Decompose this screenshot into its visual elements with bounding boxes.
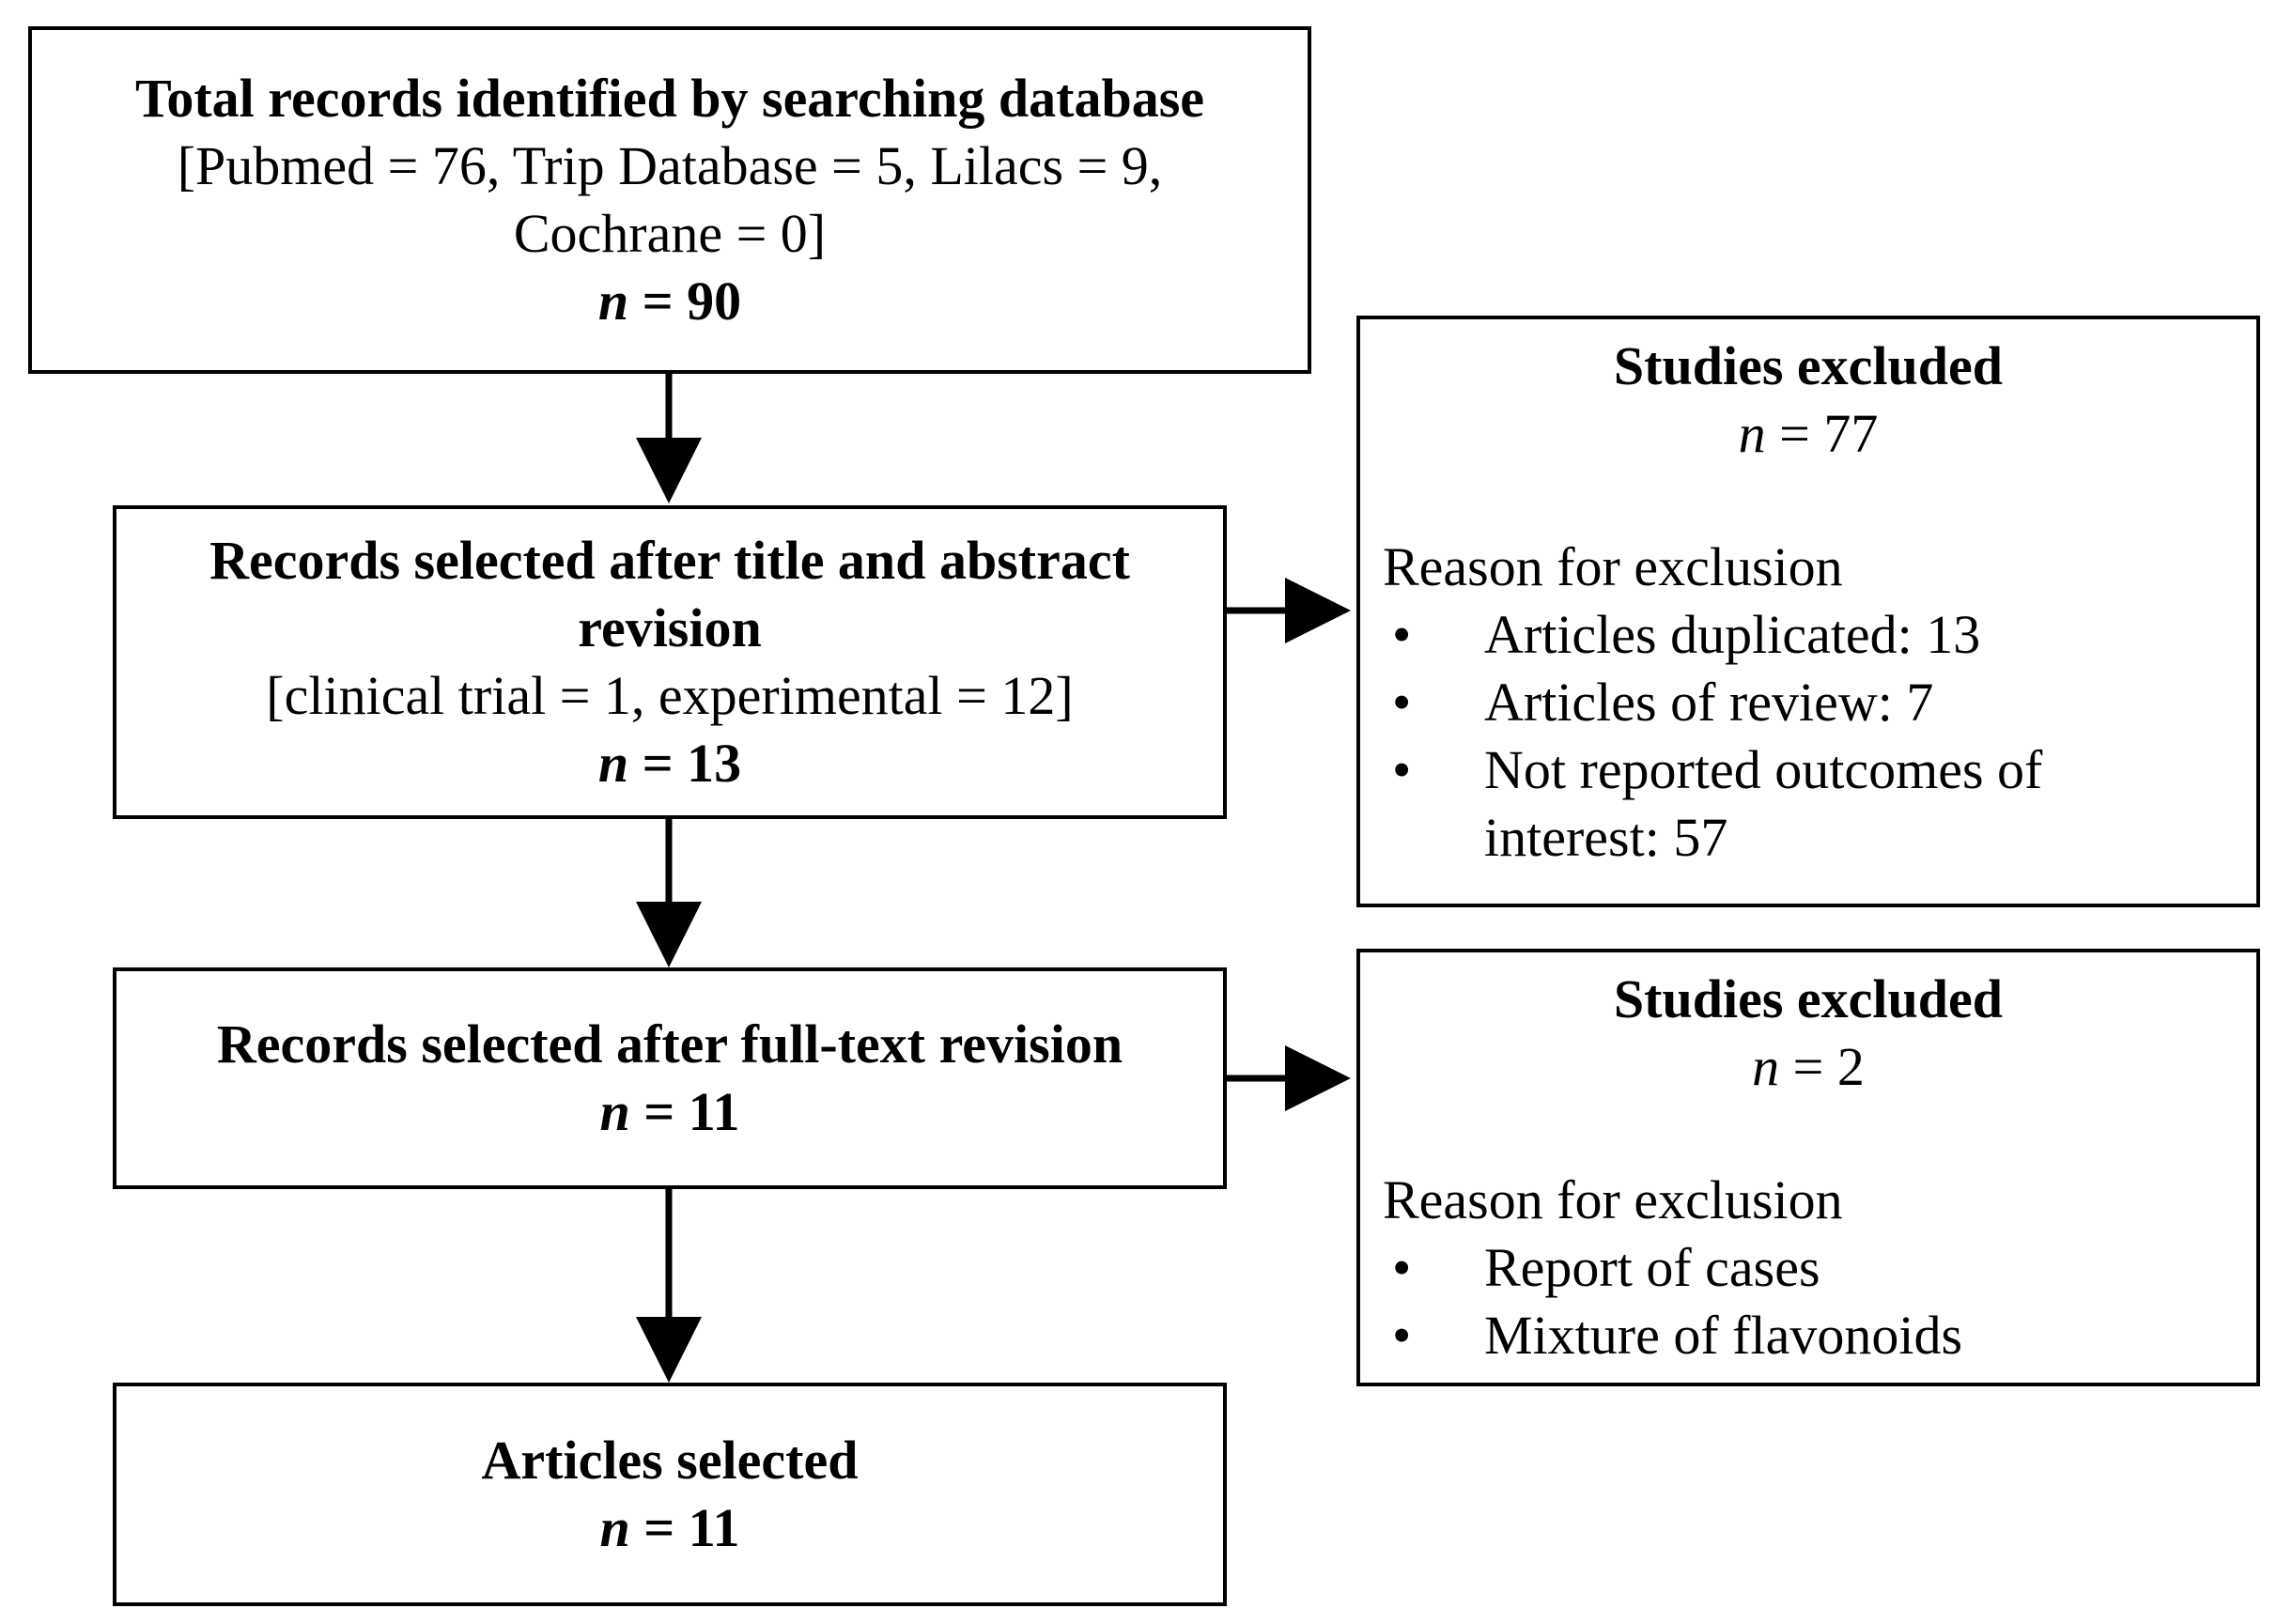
records-identified-detail-2: Cochrane = 0] — [513, 203, 827, 264]
studies-excluded-title-1: Studies excluded — [1613, 335, 2004, 396]
exclusion-reason-text: Not reported outcomes of interest: 57 — [1484, 739, 2043, 868]
studies-excluded-count-2: n = 2 — [1360, 1033, 2256, 1101]
studies-excluded-count-1: n = 77 — [1360, 400, 2256, 468]
records-screened-title-1: Records selected after title and abstrac… — [209, 530, 1130, 591]
n-symbol: n — [599, 1497, 630, 1558]
bullet-icon: • — [1392, 1237, 1412, 1298]
exclusion-reason-text: Mixture of flavonoids — [1484, 1305, 1963, 1366]
exclusion-reason-text: Articles of review: 7 — [1484, 672, 1934, 733]
count-value: = 13 — [642, 733, 742, 794]
bullet-icon: • — [1392, 672, 1412, 733]
exclusion-reason-text: Report of cases — [1484, 1237, 1820, 1298]
exclusion-reason-title-1: Reason for exclusion — [1383, 536, 1843, 597]
records-identified-count: n = 90 — [598, 268, 741, 335]
count-value: = 90 — [642, 271, 742, 332]
exclusion-reason-title-2: Reason for exclusion — [1383, 1169, 1843, 1230]
records-screened-count: n = 13 — [598, 730, 741, 797]
exclusion-reason-item: • Articles duplicated: 13 — [1383, 601, 2238, 669]
count-value: = 2 — [1792, 1036, 1865, 1097]
n-symbol: n — [1752, 1036, 1780, 1097]
exclusion-reason-item: • Mixture of flavonoids — [1383, 1302, 2238, 1369]
exclusion-reason-item: • Report of cases — [1383, 1234, 2238, 1302]
records-identified-title: Total records identified by searching da… — [134, 68, 1205, 129]
records-identified-box: Total records identified by searching da… — [28, 26, 1311, 374]
n-symbol: n — [597, 271, 629, 332]
n-symbol: n — [597, 733, 629, 794]
studies-excluded-title-2: Studies excluded — [1613, 968, 2004, 1029]
bullet-icon: • — [1392, 1305, 1412, 1366]
articles-selected-title: Articles selected — [481, 1430, 859, 1491]
count-value: = 11 — [643, 1497, 740, 1558]
records-fulltext-box: Records selected after full-text revisio… — [113, 967, 1227, 1189]
count-value: = 11 — [643, 1081, 740, 1142]
records-screened-title-2: revision — [578, 597, 762, 658]
articles-selected-count: n = 11 — [599, 1494, 739, 1562]
records-fulltext-count: n = 11 — [599, 1078, 739, 1146]
records-screened-box: Records selected after title and abstrac… — [113, 505, 1227, 819]
records-screened-detail: [clinical trial = 1, experimental = 12] — [266, 665, 1074, 726]
n-symbol: n — [1738, 403, 1766, 464]
n-symbol: n — [599, 1081, 630, 1142]
exclusion-reason-item: • Articles of review: 7 — [1383, 669, 2238, 736]
articles-selected-box: Articles selected n = 11 — [113, 1383, 1227, 1606]
records-fulltext-title: Records selected after full-text revisio… — [216, 1013, 1123, 1075]
bullet-icon: • — [1392, 604, 1412, 665]
exclusion-reason-text: Articles duplicated: 13 — [1484, 604, 1981, 665]
studies-excluded-box-1: Studies excluded n = 77 Reason for exclu… — [1356, 316, 2260, 907]
records-identified-detail-1: [Pubmed = 76, Trip Database = 5, Lilacs … — [177, 135, 1163, 196]
bullet-icon: • — [1392, 739, 1412, 800]
studies-excluded-box-2: Studies excluded n = 2 Reason for exclus… — [1356, 949, 2260, 1386]
count-value: = 77 — [1779, 403, 1879, 464]
exclusion-reason-item: • Not reported outcomes of interest: 57 — [1383, 736, 2238, 872]
